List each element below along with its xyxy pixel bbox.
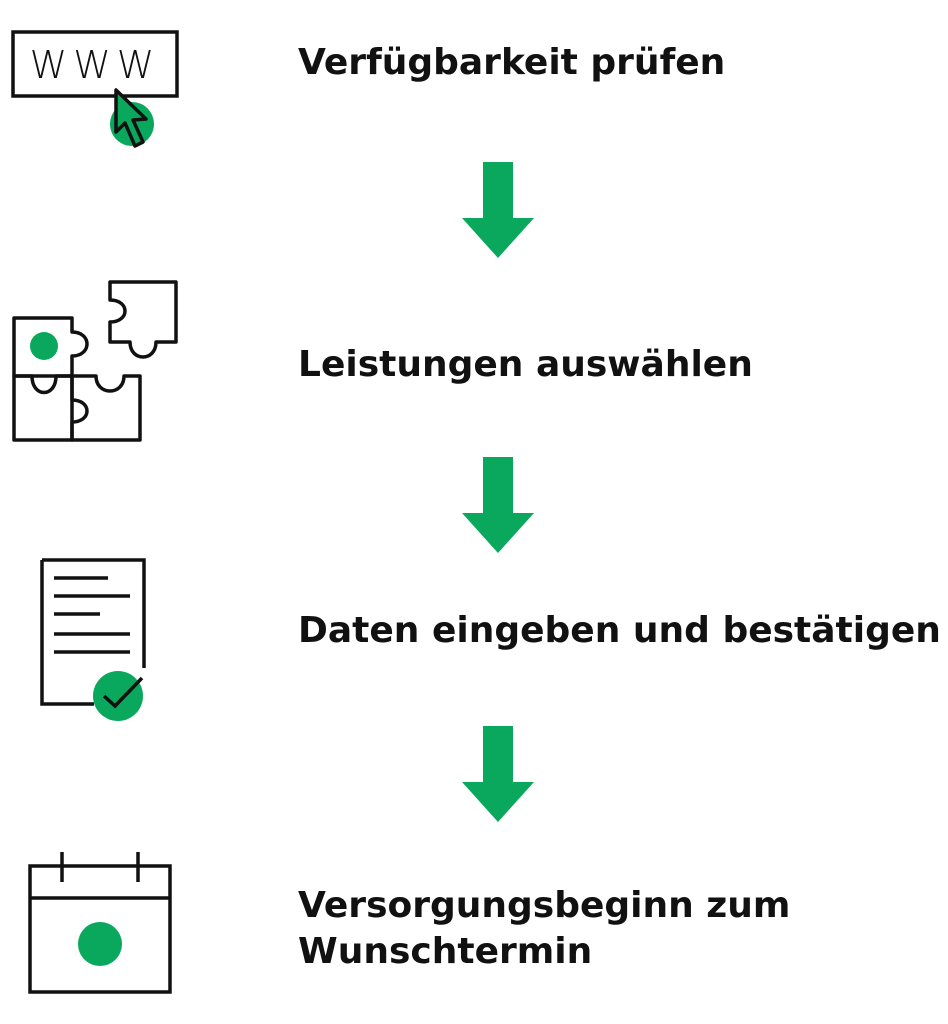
arrow-down-icon <box>462 162 534 258</box>
www-cursor-icon: WWW <box>11 30 179 148</box>
step-label-enter-data: Daten eingeben und bestätigen <box>298 610 941 651</box>
puzzle-icon <box>12 280 178 442</box>
step-label-line-1: Versorgungsbeginn zum <box>298 885 791 926</box>
step-label-supply-start: Versorgungsbeginn zum Wunschtermin <box>298 883 790 975</box>
arrow-down-icon <box>462 726 534 822</box>
step-label-select-services: Leistungen auswählen <box>298 344 753 385</box>
calendar-icon <box>28 852 172 994</box>
step-label-check-availability: Verfügbarkeit prüfen <box>298 42 726 83</box>
document-check-icon <box>40 558 146 721</box>
svg-text:WWW: WWW <box>30 43 161 87</box>
arrow-down-icon <box>462 457 534 553</box>
step-label-line-2: Wunschtermin <box>298 931 593 972</box>
